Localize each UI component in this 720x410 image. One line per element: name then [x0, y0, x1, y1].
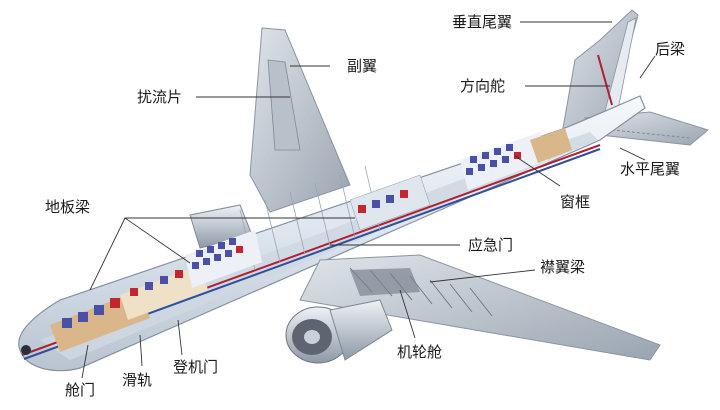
label-emergency-door: 应急门 [468, 236, 514, 254]
upper-wing [249, 27, 351, 213]
label-spoiler: 扰流片 [137, 88, 183, 106]
label-floor-beam: 地板梁 [45, 198, 91, 216]
label-wheel-well: 机轮舱 [397, 343, 443, 361]
label-window-frame: 窗框 [560, 193, 591, 211]
upper-wing-spoiler [267, 59, 301, 151]
near-engine [285, 299, 393, 364]
label-vertical-stabilizer: 垂直尾翼 [452, 13, 513, 31]
label-rear-spar: 后梁 [655, 40, 686, 58]
fuselage-frames [239, 165, 381, 271]
label-horizontal-stabilizer: 水平尾翼 [620, 160, 681, 178]
wheel-well-bay [350, 268, 420, 296]
leader-lines [81, 21, 656, 379]
label-cabin-door: 舱门 [65, 381, 96, 399]
label-rudder: 方向舵 [460, 77, 506, 95]
label-flap-beam: 襟翼梁 [540, 258, 586, 276]
rear-cabin-seats [460, 128, 572, 190]
mid-cabin-seats [185, 230, 262, 288]
label-slide-rail: 滑轨 [122, 371, 153, 389]
label-aileron: 副翼 [347, 57, 378, 75]
label-boarding-door: 登机门 [173, 358, 219, 376]
